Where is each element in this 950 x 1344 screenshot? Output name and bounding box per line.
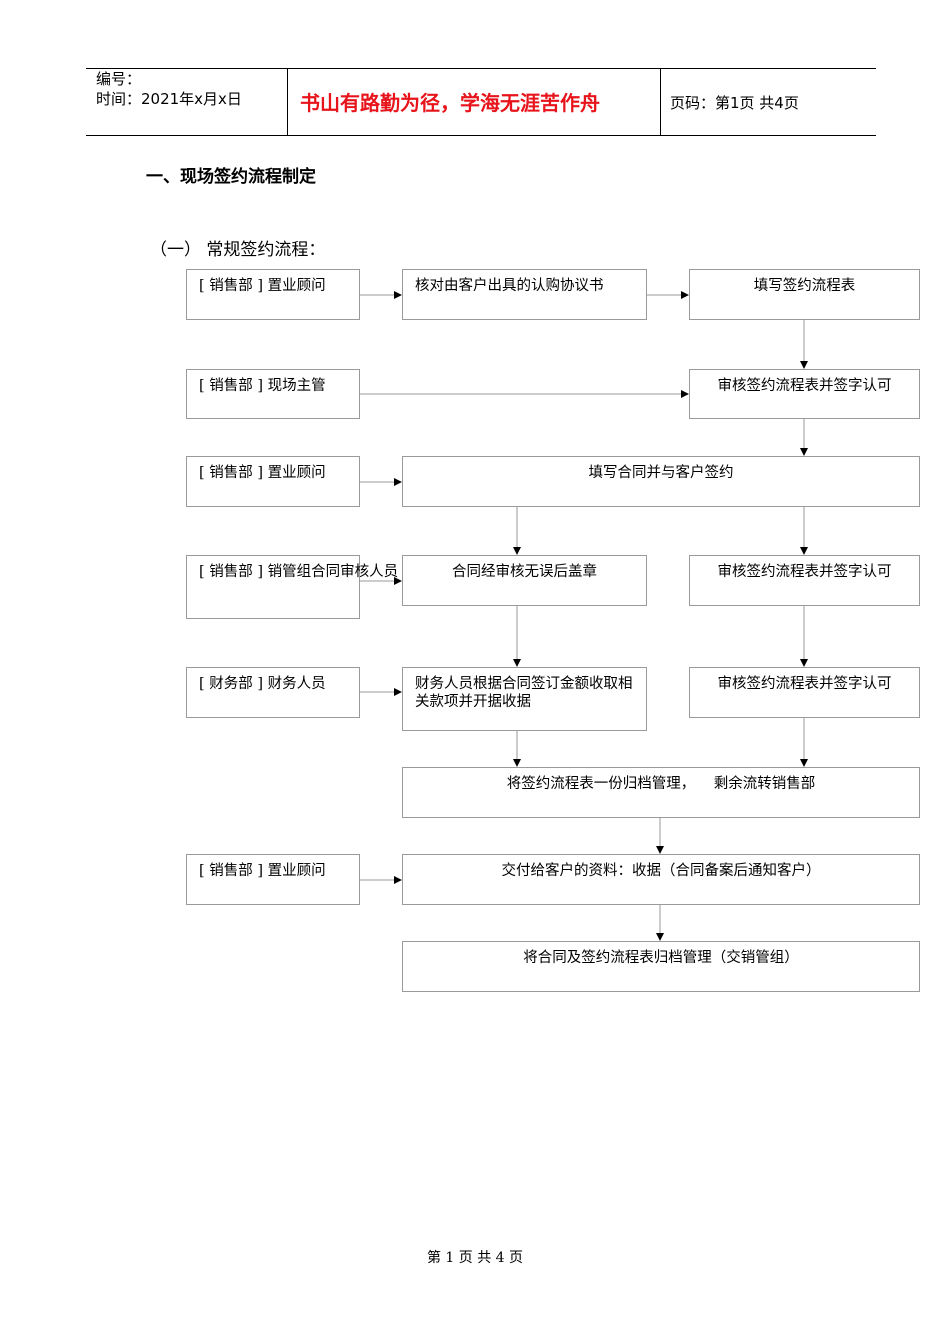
- subsection-title: （一） 常规签约流程：: [150, 240, 326, 260]
- step-box-contract-stamp: 合同经审核无误后盖章: [402, 555, 647, 606]
- role-box-sales-consultant-3: [ 销售部 ] 置业顾问: [186, 854, 360, 905]
- step-box-finance-collect: 财务人员根据合同签订金额收取相关款项并开据收据: [402, 667, 647, 731]
- section-title: 一、现场签约流程制定: [146, 167, 316, 187]
- header-bottom-rule: [86, 135, 876, 136]
- header-top-rule: [86, 68, 876, 69]
- step-box-fill-signing-form: 填写签约流程表: [689, 269, 920, 320]
- step-box-verify-subscription: 核对由客户出具的认购协议书: [402, 269, 647, 320]
- page-footer: 第 1 页 共 4 页: [426, 1250, 524, 1266]
- role-box-contract-reviewer: [ 销售部 ] 销管组合同审核人员: [186, 555, 398, 619]
- step-box-review-form-2: 审核签约流程表并签字认可: [689, 555, 920, 606]
- role-box-site-supervisor: [ 销售部 ] 现场主管: [186, 369, 360, 419]
- step-box-archive-form: 将签约流程表一份归档管理， 剩余流转销售部: [402, 767, 920, 818]
- role-box-sales-consultant-1: [ 销售部 ] 置业顾问: [186, 269, 360, 320]
- role-box-finance-staff: [ 财务部 ] 财务人员: [186, 667, 360, 718]
- header-page-label: 页码：第1页 共4页: [670, 94, 799, 112]
- step-box-deliver-documents: 交付给客户的资料：收据（合同备案后通知客户）: [402, 854, 920, 905]
- step-box-review-form-1: 审核签约流程表并签字认可: [689, 369, 920, 419]
- header-time-label: 时间：2021年x月x日: [96, 90, 242, 108]
- step-box-archive-contract: 将合同及签约流程表归档管理（交销管组）: [402, 941, 920, 992]
- header-motto: 书山有路勤为径，学海无涯苦作舟: [300, 91, 600, 115]
- header-serial-label: 编号：: [96, 70, 142, 88]
- role-box-sales-consultant-2: [ 销售部 ] 置业顾问: [186, 456, 360, 507]
- step-box-review-form-3: 审核签约流程表并签字认可: [689, 667, 920, 718]
- header-divider-left: [287, 69, 288, 136]
- step-box-fill-contract: 填写合同并与客户签约: [402, 456, 920, 507]
- header-divider-right: [660, 69, 661, 136]
